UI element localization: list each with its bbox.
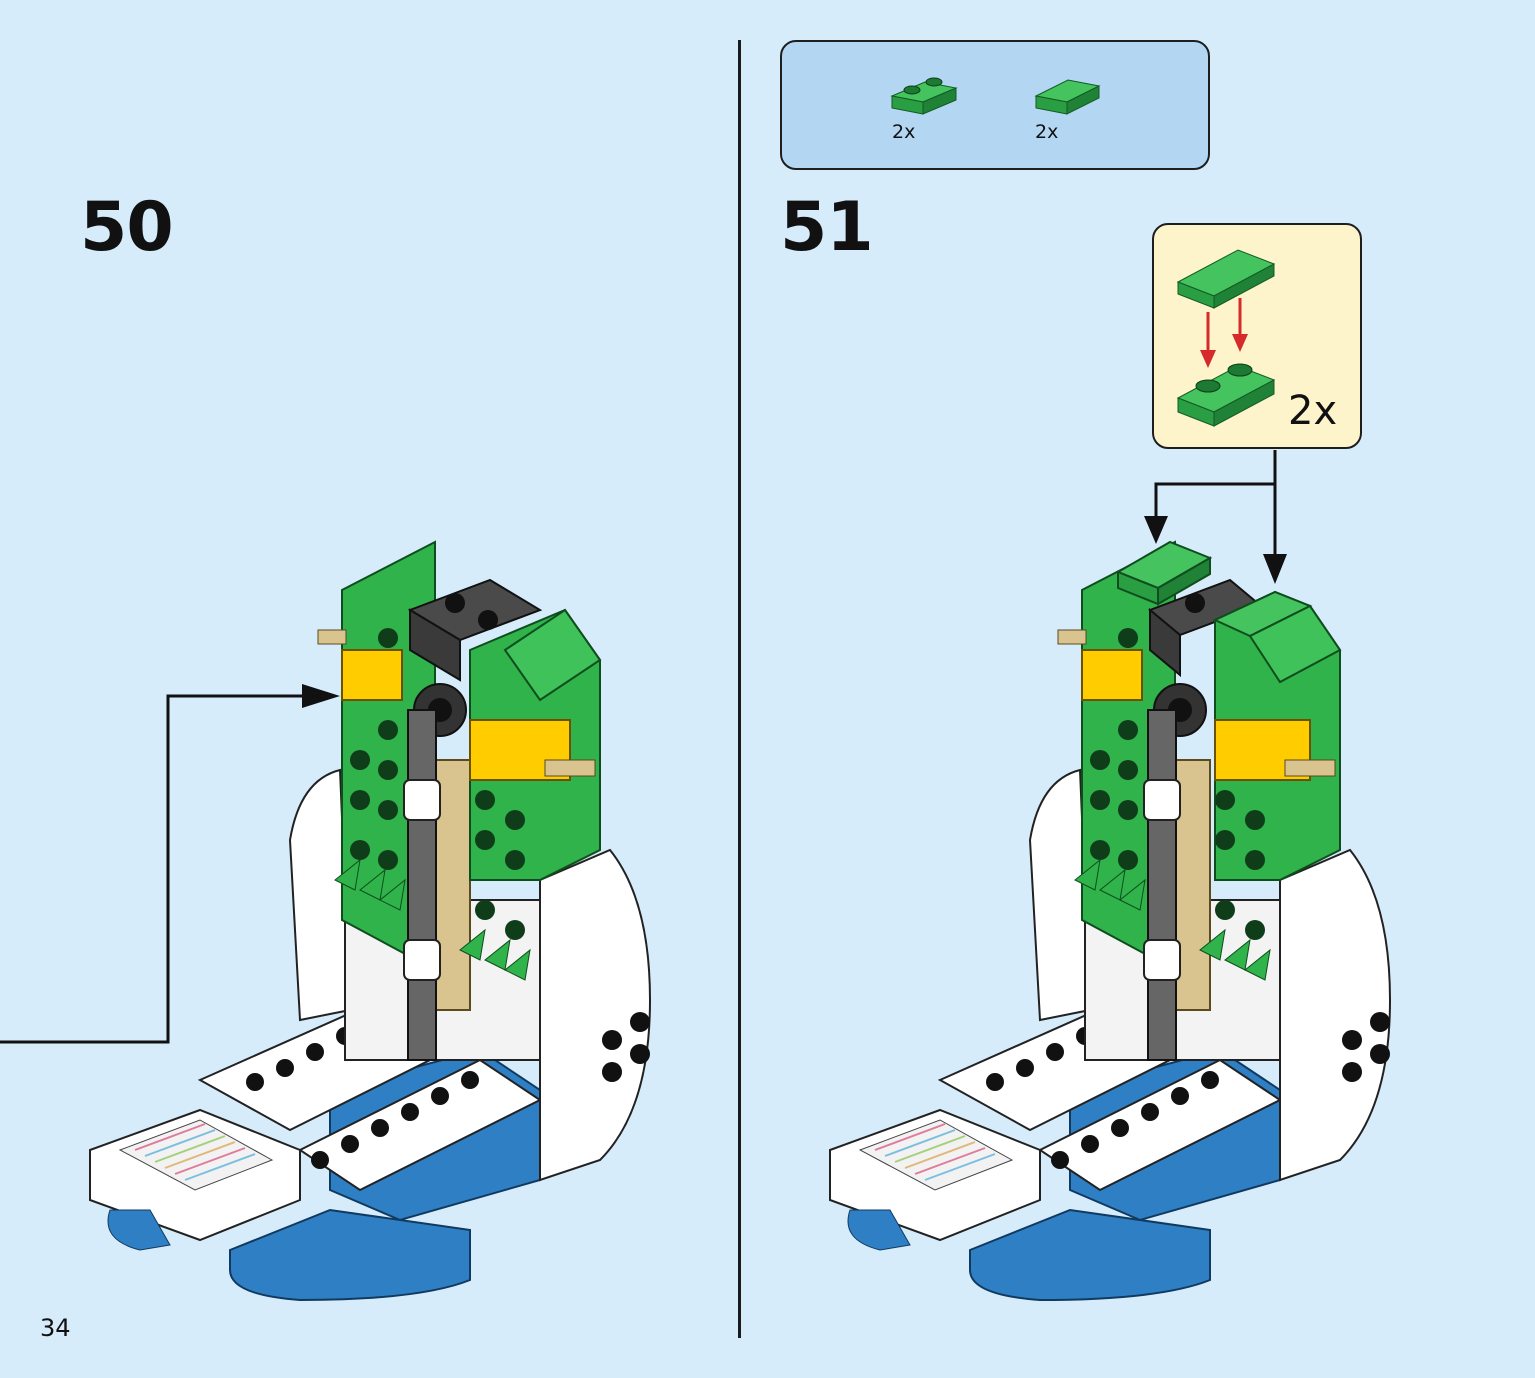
red-arrow-icon (1200, 298, 1248, 368)
step-50-arrow (0, 684, 340, 1044)
parts-list-box (780, 40, 1210, 170)
green-tile-1x2-icon (1034, 79, 1101, 115)
step-50-model (89, 540, 652, 1302)
step-number-50: 50 (80, 188, 174, 267)
page-number: 34 (40, 1314, 71, 1342)
green-plate-1x2-icon (890, 77, 958, 115)
subassembly-illustration (1176, 249, 1276, 427)
callout-arrow-lines (1144, 450, 1287, 584)
subassembly-quantity: 2x (1288, 388, 1338, 434)
step-number-51: 51 (780, 188, 874, 267)
part-quantity-tile: 2x (1035, 121, 1059, 143)
part-quantity-plate: 2x (892, 121, 916, 143)
step-51-model (829, 540, 1392, 1302)
step-divider (738, 40, 741, 1338)
